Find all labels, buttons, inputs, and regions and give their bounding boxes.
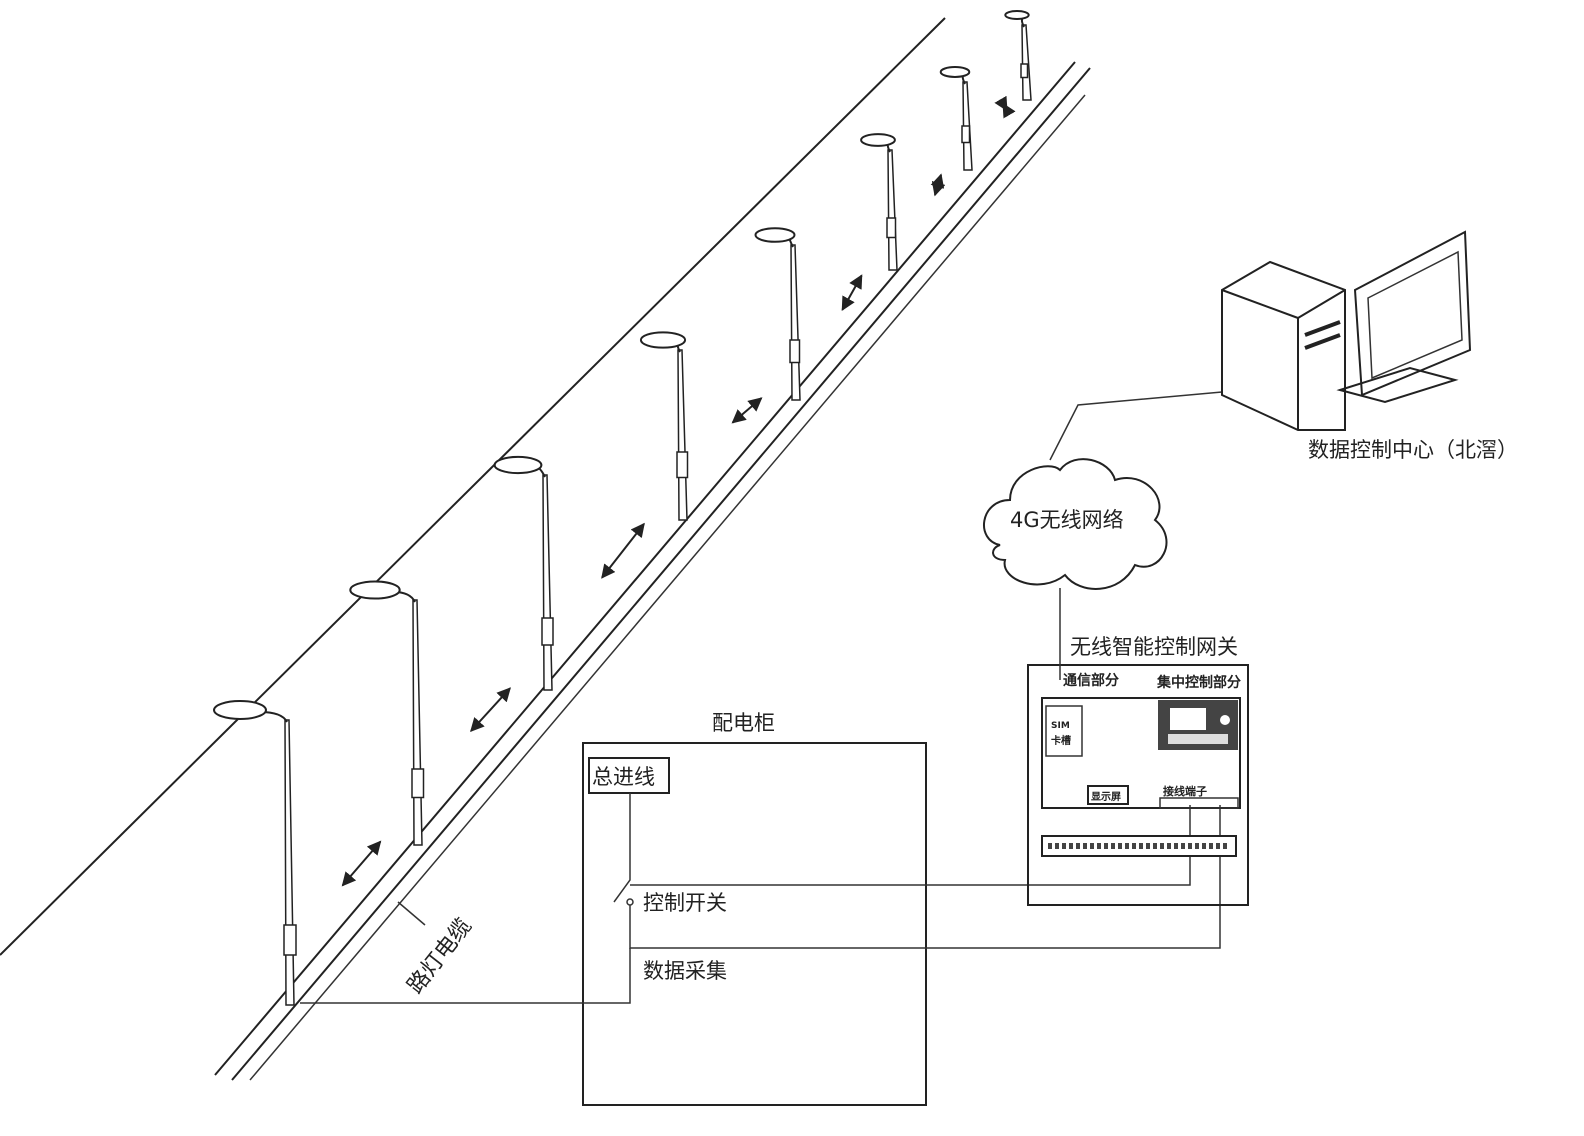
controller-buttons [1168,734,1228,744]
street-lamps [213,9,1032,1006]
control-wire [630,805,1191,886]
monitor-icon [1336,230,1472,404]
bidirectional-arrow [930,173,946,197]
bidirectional-arrow [470,687,511,733]
display-label: 显示屏 [1091,791,1121,803]
gateway-board [1041,697,1241,809]
cabinet-label: 配电柜 [712,711,775,735]
street-lamp [213,700,297,1006]
sim-label: SIM [1051,721,1070,731]
terminal-block [1159,797,1239,809]
gateway-title: 无线智能控制网关 [1070,635,1238,659]
communication-arrows [341,95,1016,887]
data-center-label: 数据控制中心（北滘） [1308,438,1518,462]
cable-line-1 [214,61,1076,1076]
comm-part-label: 通信部分 [1063,672,1119,689]
controller-knob [1220,715,1230,725]
bidirectional-arrow [731,397,763,424]
main-inlet-box [588,757,670,794]
display-box [1087,785,1129,805]
network-cloud [983,458,1168,590]
street-lamp [639,331,689,521]
distribution-cabinet [582,742,927,1106]
controller-screen [1170,708,1206,730]
data-collection-label: 数据采集 [643,959,727,983]
computer-tower-icon [1221,260,1346,431]
main-inlet-label: 总进线 [592,765,655,789]
street-lamp [939,66,973,171]
switch-contact [626,898,634,906]
cloud-to-center-link [1049,391,1223,461]
gateway-box [1027,664,1249,906]
cable-label: 路灯电缆 [403,914,477,999]
street-lamp [754,227,801,401]
cable-line-3 [249,94,1086,1081]
network-label: 4G无线网络 [1010,508,1124,532]
bidirectional-arrow [994,95,1016,119]
cable-label-leader [397,901,426,926]
control-switch-symbol [613,793,631,903]
street-lamp [493,455,554,691]
bidirectional-arrow [341,840,382,887]
street-lamp [860,133,898,271]
control-switch-label: 控制开关 [643,891,727,915]
cable-line-2 [231,67,1091,1081]
bidirectional-arrow [841,274,863,312]
central-control-label: 集中控制部分 [1156,674,1241,691]
lamp-cable-wire [300,948,631,1004]
bidirectional-arrow [601,522,645,579]
terminal-label: 接线端子 [1163,784,1207,798]
data-wire [629,805,1221,949]
road-edge-line [0,17,946,956]
street-lamp [1004,9,1032,101]
sim-slot [1045,705,1083,757]
street-lamp [349,580,425,846]
sim-slot-label: 卡槽 [1051,734,1071,747]
